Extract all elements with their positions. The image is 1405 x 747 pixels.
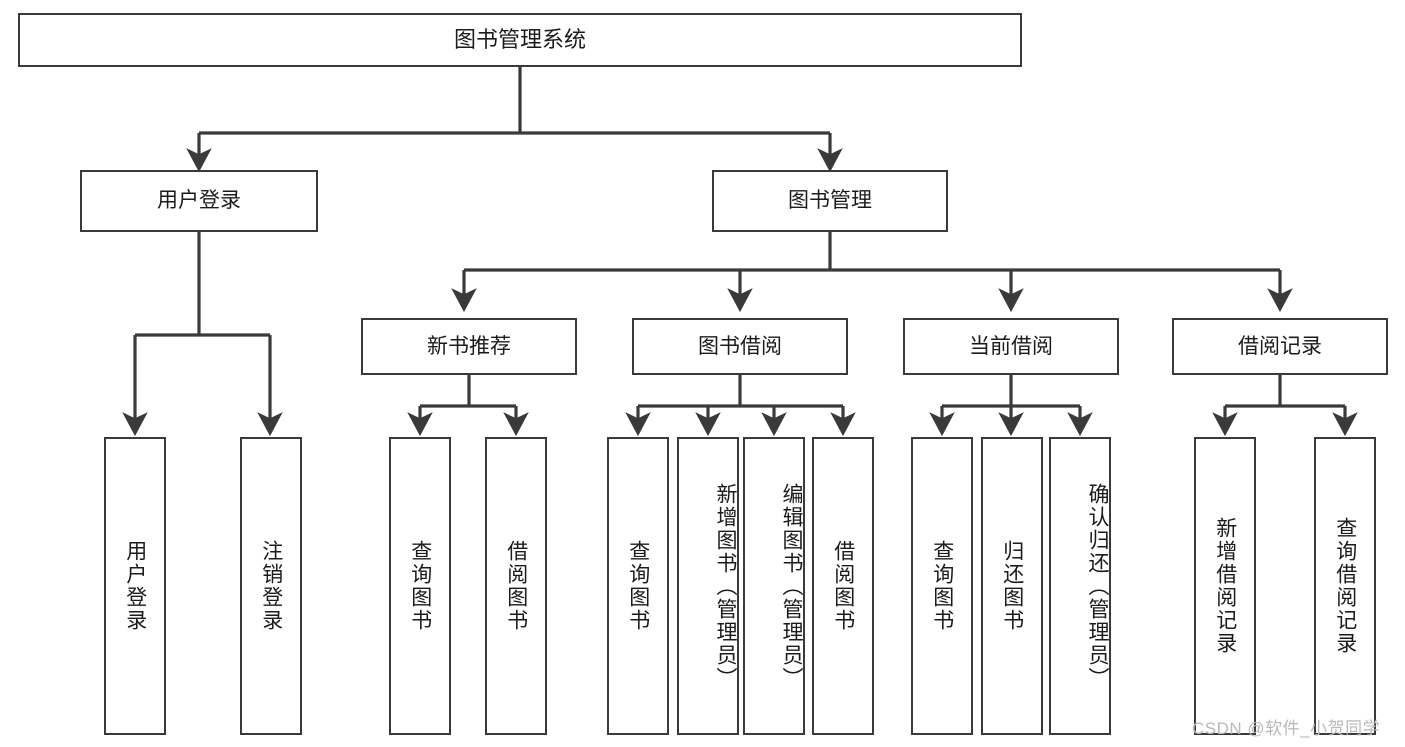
node-user-login[interactable]: 用户登录 (80, 170, 318, 232)
node-leaf-query-book-current[interactable]: 查询图书 (911, 437, 973, 735)
node-current-borrow[interactable]: 当前借阅 (903, 318, 1119, 375)
node-leaf-add-book[interactable]: 新增图书（管理员） (677, 437, 739, 735)
node-leaf-user-logout[interactable]: 注销登录 (240, 437, 302, 735)
node-new-book-recommend[interactable]: 新书推荐 (361, 318, 577, 375)
node-borrow-record[interactable]: 借阅记录 (1172, 318, 1388, 375)
node-leaf-query-record[interactable]: 查询借阅记录 (1314, 437, 1376, 735)
node-leaf-return-book[interactable]: 归还图书 (981, 437, 1043, 735)
node-book-borrow[interactable]: 图书借阅 (632, 318, 848, 375)
node-root[interactable]: 图书管理系统 (18, 13, 1022, 67)
node-leaf-confirm-return[interactable]: 确认归还（管理员） (1049, 437, 1111, 735)
node-leaf-borrow-book[interactable]: 借阅图书 (812, 437, 874, 735)
node-leaf-edit-book[interactable]: 编辑图书（管理员） (743, 437, 805, 735)
node-leaf-query-book-recommend[interactable]: 查询图书 (389, 437, 451, 735)
csdn-watermark: CSDN @软件_小贺同学 (1192, 719, 1381, 738)
node-leaf-query-book-borrow[interactable]: 查询图书 (607, 437, 669, 735)
node-leaf-add-record[interactable]: 新增借阅记录 (1194, 437, 1256, 735)
node-leaf-user-login[interactable]: 用户登录 (104, 437, 166, 735)
node-book-manage[interactable]: 图书管理 (712, 170, 948, 232)
node-leaf-borrow-book-recommend[interactable]: 借阅图书 (485, 437, 547, 735)
